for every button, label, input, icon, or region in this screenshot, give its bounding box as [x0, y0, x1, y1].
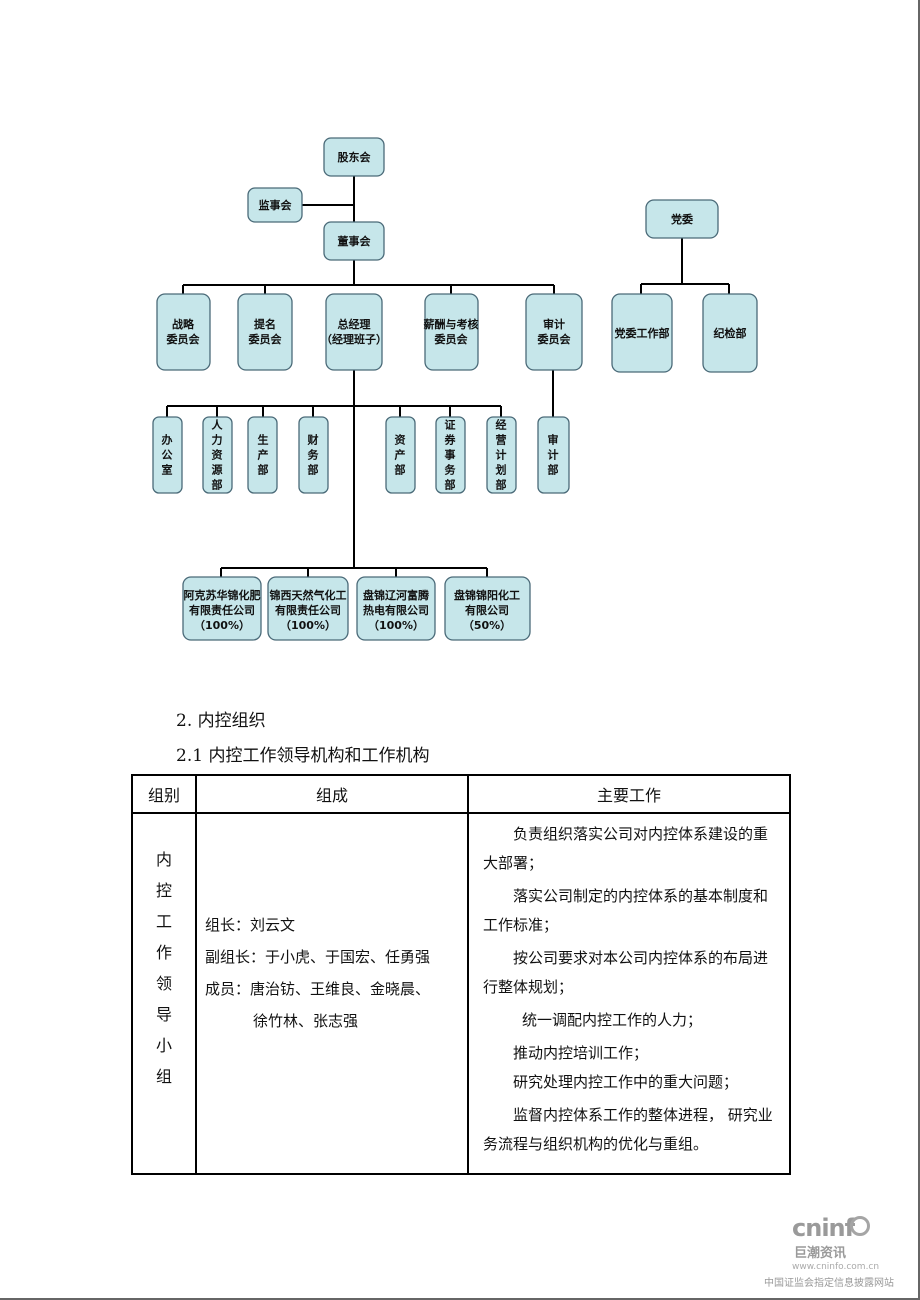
svg-text:委员会: 委员会 [434, 332, 469, 346]
node-party-work-dept: 党委工作部 [611, 293, 673, 373]
logo-brand-cn: 巨潮资讯 [794, 1246, 847, 1261]
org-connectors [166, 176, 730, 577]
node-dept-planning: 经营计划部 [486, 416, 517, 494]
svg-text:（经理班子）: （经理班子） [321, 332, 387, 346]
header-composition: 组成 [195, 774, 469, 814]
logo-brand: cninf [792, 1214, 855, 1242]
internal-control-table: 组别 组成 主要工作 内 控 工 作 领 导 小 组 组长：刘云文 副组长：于小… [131, 774, 791, 1175]
table-header-row: 组别 组成 主要工作 [131, 774, 791, 814]
node-dept-audit: 审计部 [537, 416, 570, 494]
duties-cell: 负责组织落实公司对内控体系建设的重大部署； 落实公司制定的内控体系的基本制度和工… [467, 812, 791, 1175]
node-dept-assets: 资产部 [385, 416, 416, 494]
svg-text:盘锦辽河富腾: 盘锦辽河富腾 [363, 588, 430, 602]
node-dept-production: 生产部 [247, 416, 278, 494]
group-name-cell: 内 控 工 作 领 导 小 组 [131, 812, 197, 1175]
org-chart: 股东会 监事会 董事会 战略 委员会 提名 委员会 总经理 （经理班子） 薪酬与… [152, 137, 758, 641]
svg-text:战略: 战略 [172, 317, 195, 331]
group-char: 组 [155, 1067, 172, 1086]
section-subheading: 2.1 内控工作领导机构和工作机构 [176, 746, 430, 766]
node-dept-securities: 证券事务部 [435, 416, 466, 494]
node-party-committee: 党委 [645, 199, 719, 239]
node-subsidiary-akesu: 阿克苏华锦化肥 有限责任公司 （100%） [182, 576, 262, 641]
group-char: 领 [155, 974, 172, 993]
group-char: 内 [155, 850, 172, 869]
members-continued-line: 徐竹林、张志强 [253, 1012, 359, 1030]
svg-text:董事会: 董事会 [338, 234, 372, 248]
logo-slogan: 中国证监会指定信息披露网站 [764, 1278, 894, 1289]
node-discipline-dept: 纪检部 [702, 293, 758, 373]
svg-text:有限责任公司: 有限责任公司 [189, 603, 255, 617]
svg-text:委员会: 委员会 [248, 332, 283, 346]
svg-text:监事会: 监事会 [259, 198, 293, 212]
logo-url: www.cninfo.com.cn [792, 1262, 880, 1272]
group-char: 小 [155, 1036, 172, 1055]
node-dept-finance: 财务部 [298, 416, 329, 494]
svg-text:薪酬与考核: 薪酬与考核 [424, 317, 479, 331]
svg-text:委员会: 委员会 [537, 332, 572, 346]
svg-text:证券事务部: 证券事务部 [444, 419, 457, 492]
svg-text:纪检部: 纪检部 [714, 326, 747, 340]
composition-cell: 组长：刘云文 副组长：于小虎、于国宏、任勇强 成员：唐治钫、王维良、金晓晨、 徐… [195, 812, 469, 1175]
svg-text:股东会: 股东会 [338, 150, 372, 164]
group-char: 控 [155, 881, 172, 900]
svg-text:财务部: 财务部 [307, 433, 320, 477]
node-compensation-committee: 薪酬与考核 委员会 [424, 293, 479, 371]
svg-text:审计部: 审计部 [548, 433, 559, 477]
node-dept-hr: 人力资源部 [202, 416, 233, 494]
svg-text:有限公司: 有限公司 [465, 603, 509, 617]
duty-item: 落实公司制定的内控体系的基本制度和工作标准； [483, 887, 769, 934]
table-row: 内 控 工 作 领 导 小 组 组长：刘云文 副组长：于小虎、于国宏、任勇强 成… [131, 812, 791, 1175]
members-line: 成员：唐治钫、王维良、金晓晨、 [205, 980, 431, 998]
node-shareholders: 股东会 [323, 137, 385, 177]
svg-text:总经理: 总经理 [338, 317, 371, 331]
svg-text:（100%）: （100%） [194, 619, 250, 632]
duty-item: 研究处理内控工作中的重大问题； [513, 1073, 739, 1091]
node-board: 董事会 [323, 221, 385, 261]
node-general-manager: 总经理 （经理班子） [321, 293, 387, 371]
svg-text:审计: 审计 [543, 317, 565, 331]
svg-text:（100%）: （100%） [368, 619, 424, 632]
group-char: 工 [155, 912, 172, 931]
svg-text:盘锦锦阳化工: 盘锦锦阳化工 [454, 588, 520, 602]
duty-item: 推动内控培训工作； [513, 1044, 649, 1062]
node-dept-office: 办公室 [152, 416, 183, 494]
node-nomination-committee: 提名 委员会 [237, 293, 293, 371]
logo-mark-icon [850, 1216, 870, 1236]
duty-item: 负责组织落实公司对内控体系建设的重大部署； [483, 825, 769, 872]
svg-text:资产部: 资产部 [395, 433, 406, 477]
svg-text:党委工作部: 党委工作部 [615, 326, 670, 340]
svg-text:人力资源部: 人力资源部 [212, 418, 224, 492]
svg-text:（100%）: （100%） [280, 619, 336, 632]
node-subsidiary-jinxi: 锦西天然气化工 有限责任公司 （100%） [267, 576, 349, 641]
leader-line: 组长：刘云文 [205, 916, 296, 934]
svg-text:生产部: 生产部 [258, 433, 269, 477]
svg-text:提名: 提名 [254, 317, 276, 331]
duty-item: 统一调配内控工作的人力； [522, 1011, 703, 1029]
header-duties: 主要工作 [467, 774, 791, 814]
group-char: 作 [155, 943, 172, 962]
svg-text:（50%）: （50%） [463, 619, 511, 632]
svg-text:委员会: 委员会 [166, 332, 201, 346]
svg-text:阿克苏华锦化肥: 阿克苏华锦化肥 [184, 588, 261, 602]
node-subsidiary-panjin-liaohe: 盘锦辽河富腾 热电有限公司 （100%） [356, 576, 436, 641]
duty-item: 按公司要求对本公司内控体系的布局进行整体规划； [483, 949, 769, 996]
svg-text:锦西天然气化工: 锦西天然气化工 [270, 588, 347, 602]
header-group: 组别 [131, 774, 197, 814]
cninfo-logo: cninf 巨潮资讯 www.cninfo.com.cn 中国证监会指定信息披露… [764, 1212, 908, 1296]
svg-text:热电有限公司: 热电有限公司 [363, 603, 429, 617]
svg-text:党委: 党委 [671, 212, 694, 226]
duty-item: 监督内控体系工作的整体进程， 研究业务流程与组织机构的优化与重组。 [483, 1106, 773, 1153]
svg-text:有限责任公司: 有限责任公司 [275, 603, 341, 617]
svg-text:经营计划部: 经营计划部 [496, 418, 507, 492]
deputy-line: 副组长：于小虎、于国宏、任勇强 [205, 948, 431, 966]
svg-text:办公室: 办公室 [162, 433, 173, 477]
section-heading: 2. 内控组织 [176, 711, 266, 731]
node-audit-committee: 审计 委员会 [525, 293, 583, 371]
group-char: 导 [155, 1005, 172, 1024]
node-subsidiary-panjin-jinyang: 盘锦锦阳化工 有限公司 （50%） [444, 576, 531, 641]
node-supervisory-board: 监事会 [247, 187, 303, 223]
node-strategy-committee: 战略 委员会 [156, 293, 211, 371]
